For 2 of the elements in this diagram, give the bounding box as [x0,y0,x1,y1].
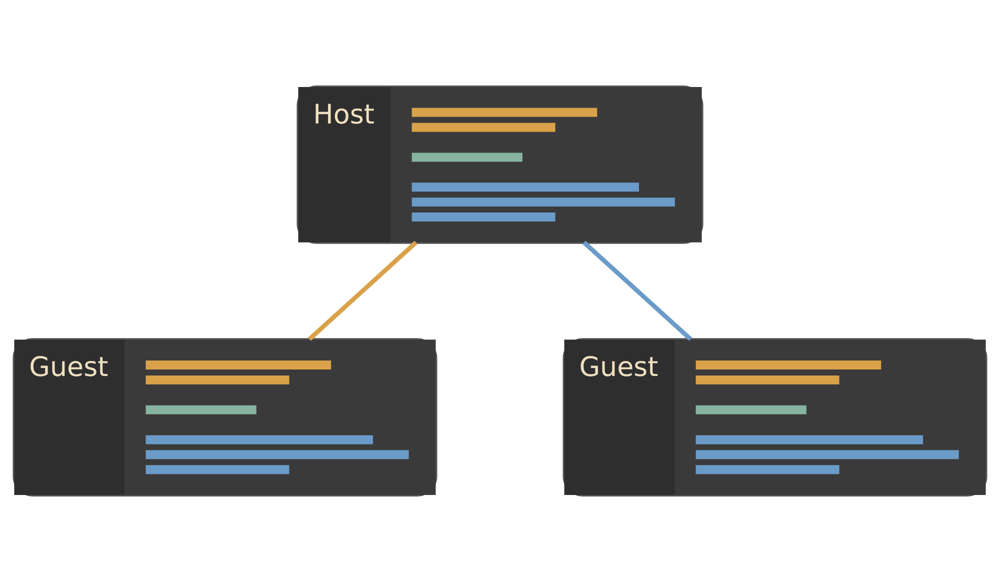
connector [308,240,418,340]
connector [582,240,692,340]
